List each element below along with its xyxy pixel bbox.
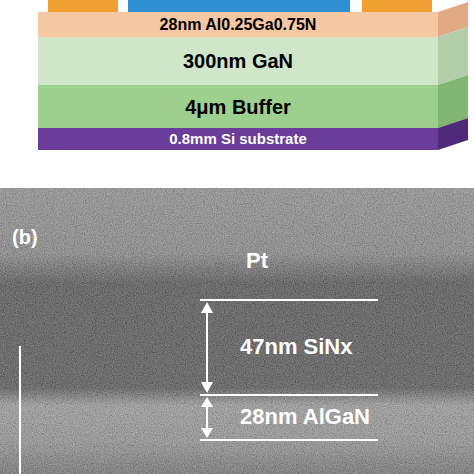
dimension-arrow [201,302,213,393]
buffer-layer: 4μm Buffer [38,85,438,128]
dimension-label: 28nm AlGaN [240,405,370,429]
boundary-line [200,439,378,441]
scale-bar [19,346,21,474]
layer-side [438,27,468,85]
algan-layer: 28nm Al0.25Ga0.75N [38,12,438,37]
boundary-line [200,394,378,396]
contact-block [362,0,432,12]
layer-label: 0.8mm Si substrate [169,131,307,148]
boundary-line [200,299,378,301]
layer-label: 300nm GaN [183,50,293,72]
tem-image [0,188,474,474]
layer-side [438,118,468,150]
layer-label: 4μm Buffer [185,96,291,118]
dimension-label: 47nm SiNx [240,335,353,359]
dimension-arrow [201,397,213,438]
panel-label: (b) [12,226,38,248]
material-label: Pt [246,249,268,273]
tem-noise [0,188,474,474]
contact-block [48,0,118,12]
gan-layer: 300nm GaN [38,37,438,85]
layer-label: 28nm Al0.25Ga0.75N [160,16,317,34]
gate-block [128,0,350,12]
substrate-layer: 0.8mm Si substrate [38,128,438,150]
